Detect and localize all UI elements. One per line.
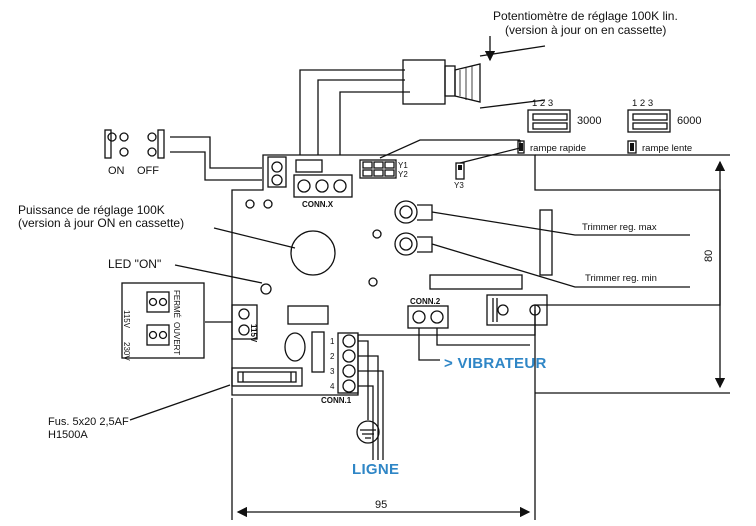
pot-label-line1: Potentiomètre de réglage 100K lin.	[493, 9, 678, 23]
jumper-6000	[627, 109, 671, 133]
fuse-label-line2: H1500A	[48, 429, 88, 441]
potentiometer	[402, 59, 446, 105]
height-dimension: 80	[703, 249, 715, 262]
jumper-3000-pins: 1 2 3	[532, 98, 554, 109]
conn-2	[407, 305, 449, 329]
pin-3-label: 3	[330, 367, 335, 376]
off-label: OFF	[137, 165, 159, 177]
conn-1-label: CONN.1	[321, 396, 352, 405]
conn-2-label: CONN.2	[410, 297, 441, 306]
jumper-3000	[527, 109, 571, 133]
trimmer-max-label: Trimmer reg. max	[582, 222, 657, 233]
fuse-label-line1: Fus. 5x20 2,5AF	[48, 416, 129, 428]
y1-label: Y1	[398, 161, 408, 170]
switch-230v-label: 230V	[122, 342, 131, 361]
width-dimension: 95	[375, 499, 388, 511]
switch-ouvert-label: OUVERT	[172, 322, 181, 356]
pin-4-label: 4	[330, 382, 335, 391]
led-on-label: LED "ON"	[108, 257, 162, 271]
conn-1	[337, 332, 359, 394]
vibrateur-label: > VIBRATEUR	[444, 355, 547, 372]
pot-label-line2: (version à jour on en cassette)	[505, 23, 667, 37]
ligne-label: LIGNE	[352, 461, 400, 478]
pin-2-label: 2	[330, 352, 335, 361]
fuse	[231, 367, 303, 387]
rampe-lente-label: rampe lente	[642, 143, 693, 154]
y3-label: Y3	[454, 181, 464, 190]
conn-x	[293, 174, 353, 198]
on-label: ON	[108, 165, 125, 177]
pin-1-label: 1	[330, 337, 335, 346]
power-potentiometer	[290, 230, 336, 276]
y2-label: Y2	[398, 170, 408, 179]
conn-x-label: CONN.X	[302, 200, 334, 209]
switch-ferme-label: FERMÉ	[172, 290, 181, 318]
jumper-6000-pins: 1 2 3	[632, 98, 654, 109]
jumper-y1y2	[359, 159, 397, 179]
power-label-line2: (version à jour ON en cassette)	[18, 216, 185, 230]
jumper-3000-label: 3000	[577, 115, 602, 127]
trimmer-min-label: Trimmer reg. min	[585, 273, 657, 284]
power-label-line1: Puissance de réglage 100K	[18, 203, 165, 217]
switch-115v-label: 115V	[122, 310, 131, 329]
rampe-rapide-label: rampe rapide	[530, 143, 586, 154]
jumper-6000-label: 6000	[677, 115, 702, 127]
v115-label: 115V	[249, 324, 258, 343]
